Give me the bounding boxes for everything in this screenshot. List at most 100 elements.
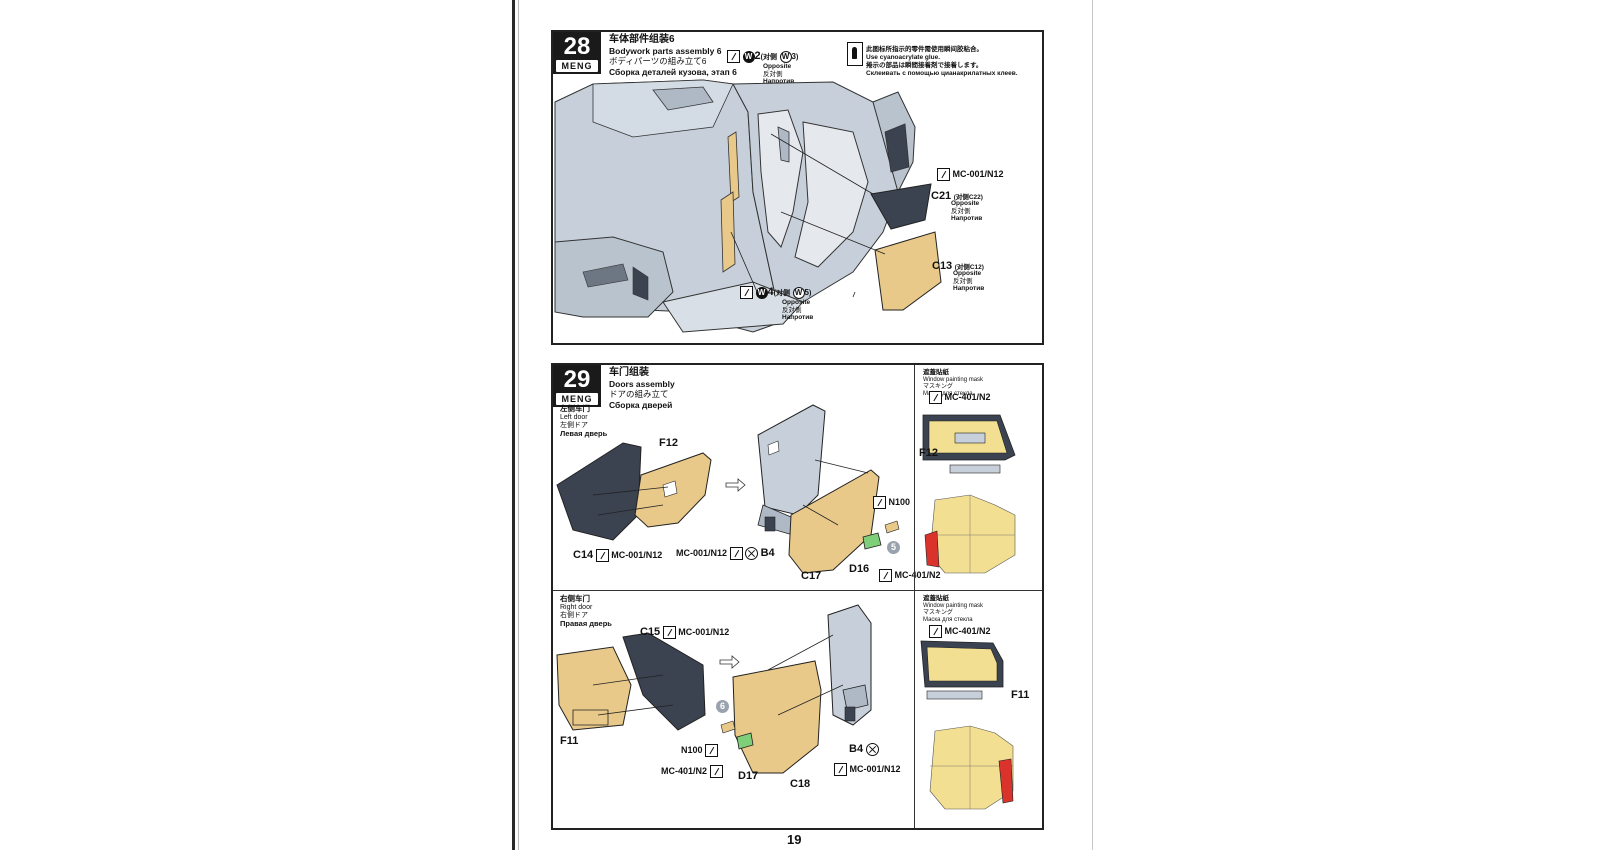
title-ru: Сборка деталей кузова, этап 6 xyxy=(609,66,737,77)
mask-cn: 遮蓋貼紙 xyxy=(923,369,949,376)
step-ref-5: 5 xyxy=(887,541,900,554)
w4-opposite: Opposite 反対側 Напротив xyxy=(782,299,813,322)
page-spine-shadow xyxy=(518,0,519,850)
b4-left-paint-code: MC-001/N12 xyxy=(676,548,728,558)
right-door-jp: 右側ドア xyxy=(560,612,588,619)
glue-note-cn: 此图标所指示的零件需使用瞬间胶粘合。 xyxy=(866,46,983,53)
b4-right-paint-code: MC-001/N12 xyxy=(849,763,901,774)
mask-left-part-label: F12 xyxy=(919,447,938,459)
mask-right-paint-label: MC-401/N2 xyxy=(929,625,991,638)
step-ref-6: 6 xyxy=(716,700,729,713)
glue-mini-icon xyxy=(727,50,740,64)
right-door-caption: 右侧车门 Right door 右側ドア Правая дверь xyxy=(560,595,612,629)
d16-label: D16 xyxy=(849,563,869,575)
mask-cn: 遮蓋貼紙 xyxy=(923,595,949,602)
d17-label: D17 xyxy=(738,770,758,782)
step-29-panel: 29 MENG 车门组装 Doors assembly ドアの組み立て Сбор… xyxy=(551,363,1044,830)
paint-brush-icon xyxy=(929,391,942,404)
c21-part: C21 xyxy=(931,190,952,202)
section-divider xyxy=(553,590,1042,591)
w-part-icon: W xyxy=(742,50,755,63)
paint-brush-icon xyxy=(873,496,886,509)
mask-en: Window painting mask xyxy=(923,603,984,609)
c21-label: C21 (对侧C22) xyxy=(931,190,983,202)
b4-right-paint-label: MC-001/N12 xyxy=(834,763,901,776)
mask-en: Window painting mask xyxy=(923,377,984,383)
brand-logo: MENG xyxy=(556,60,598,72)
c18-label: C18 xyxy=(790,778,810,790)
f11-part: F11 xyxy=(560,735,579,747)
car-body-illustration xyxy=(554,79,942,333)
f11-label: F11 xyxy=(560,735,578,747)
glue-mini-icon xyxy=(740,286,753,300)
w4-opp-prefix: (对侧 xyxy=(773,290,790,297)
title-ru: Сборка дверей xyxy=(609,399,673,410)
mask-ru: Маска для стекла xyxy=(923,391,973,397)
glue-note-jp: 捲示の部品は瞬間接着剤で接着します。 xyxy=(866,62,983,69)
mask-right-part-label: F11 xyxy=(1011,689,1029,701)
d16-paint-label: MC-401/N2 xyxy=(879,569,941,582)
mask-left-part: F12 xyxy=(919,447,938,459)
w4-ru: Напротив xyxy=(782,314,814,321)
c15-paint-code: MC-001/N12 xyxy=(678,627,730,637)
glue-note: 此图标所指示的零件需使用瞬间胶粘合。 Use cyanoacrylate glu… xyxy=(847,42,1018,78)
step-28-panel: 28 MENG 车体部件组装6 Bodywork parts assembly … xyxy=(551,30,1044,345)
w2-opp-prefix: (对侧 xyxy=(760,54,777,61)
c17-label: C17 xyxy=(801,570,821,582)
mask-title-right: 遮蓋貼紙 Window painting mask マスキング Маска дл… xyxy=(923,595,983,624)
b4-right-part: B4 xyxy=(849,743,864,755)
brand-logo: MENG xyxy=(556,393,598,405)
n100-left-label: N100 xyxy=(873,496,910,509)
doors-illustration xyxy=(556,404,900,774)
mask-title-left: 遮蓋貼紙 Window painting mask マスキング Маска дл… xyxy=(923,369,983,398)
title-jp: ボディパーツの組み立て6 xyxy=(609,56,707,66)
title-jp: ドアの組み立て xyxy=(609,389,669,399)
paint-brush-icon xyxy=(729,547,743,561)
d17-paint-code: MC-401/N2 xyxy=(661,765,708,776)
w4-en: Opposite xyxy=(782,299,811,306)
w2-number: 2 xyxy=(754,50,761,62)
step-ref-6-icon: 6 xyxy=(716,700,729,713)
left-door-caption: 左侧车门 Left door 左側ドア Левая дверь xyxy=(560,405,607,439)
c14-paint-code: MC-001/N12 xyxy=(611,550,663,560)
c15-part: C15 xyxy=(640,626,661,638)
mask-right-part: F11 xyxy=(1011,689,1030,701)
title-en: Bodywork parts assembly 6 xyxy=(609,45,722,56)
c21-jp: 反対側 xyxy=(951,207,971,215)
left-door-ru: Левая дверь xyxy=(560,429,608,438)
d16-part: D16 xyxy=(849,563,870,575)
paint-brush-icon xyxy=(929,625,942,638)
left-door-jp: 左側ドア xyxy=(560,422,588,429)
b4-right-label: B4 xyxy=(849,743,879,757)
glue-bottle-icon xyxy=(847,42,863,66)
w2-opp-number: 3 xyxy=(791,52,796,61)
step-28-titles: 车体部件组装6 Bodywork parts assembly 6 ボディパーツ… xyxy=(609,34,737,77)
mask-panel-right-door: 遮蓋貼紙 Window painting mask マスキング Маска дл… xyxy=(914,591,1041,828)
paint-brush-icon xyxy=(705,744,719,757)
step-ref-5-icon: 5 xyxy=(887,541,900,554)
paint-brush-icon xyxy=(937,168,950,181)
paint-brush-icon xyxy=(662,626,676,640)
step-29-badge: 29 MENG xyxy=(553,365,601,407)
right-door-cn: 右侧车门 xyxy=(560,594,590,603)
right-door-en: Right door xyxy=(560,604,593,611)
c13-jp: 反対側 xyxy=(953,277,973,285)
c21-paint-code: MC-001/N12 xyxy=(952,168,1004,179)
mask-panel-left-door: 遮蓋貼紙 Window painting mask マスキング Маска дл… xyxy=(914,365,1041,590)
d17-paint-label: MC-401/N2 xyxy=(661,765,723,778)
w-part-outline-icon: W xyxy=(779,50,792,63)
title-cn: 车门组装 xyxy=(609,367,649,378)
c13-opp: (对侧C12) xyxy=(954,264,984,271)
w2-opposite: Opposite 反対側 Напротив xyxy=(763,63,794,86)
step-number: 29 xyxy=(563,366,591,393)
page-number: 19 xyxy=(787,832,802,847)
w2-opposite-jp: 反対側 xyxy=(763,70,783,78)
mask-right-drawing xyxy=(920,640,1014,810)
w4-opp-number: 5 xyxy=(804,288,809,297)
step-number: 28 xyxy=(563,33,591,60)
f12-label: F12 xyxy=(659,437,678,449)
w-part-icon: W xyxy=(755,286,768,299)
mask-jp: マスキング xyxy=(923,384,953,390)
c13-label: C13 (对侧C12) xyxy=(932,260,984,272)
